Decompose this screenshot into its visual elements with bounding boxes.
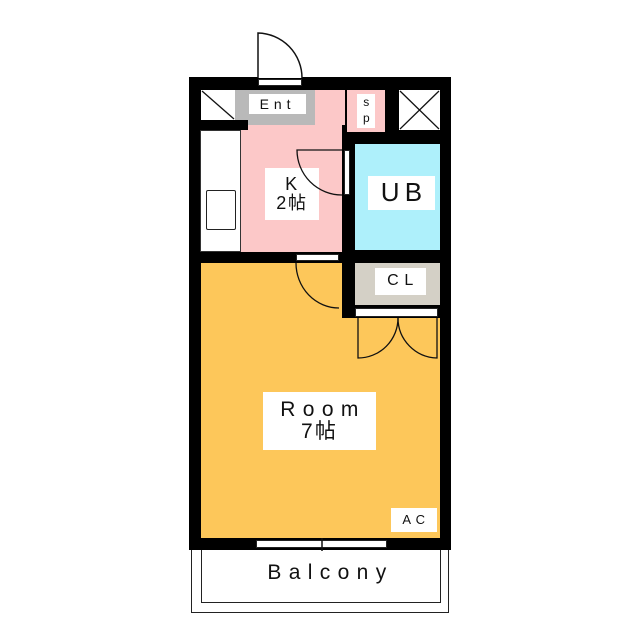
storage-label: sp bbox=[357, 94, 375, 128]
left-divider-wall bbox=[189, 120, 248, 130]
balcony-inner bbox=[201, 550, 441, 603]
storage-label-text: sp bbox=[359, 95, 374, 127]
shaft-left-diagonal-icon bbox=[201, 90, 235, 120]
room-name: Room bbox=[280, 397, 366, 421]
shaft-right-cross-icon bbox=[399, 90, 440, 130]
kitchen-label: K 2帖 bbox=[265, 168, 319, 220]
closet-door-left-icon bbox=[357, 317, 399, 359]
room-size: 7帖 bbox=[301, 420, 338, 443]
room-label: Room 7帖 bbox=[263, 392, 376, 450]
kitchen-name: K bbox=[285, 174, 299, 195]
bath-door-frame bbox=[344, 150, 350, 195]
kitchen-top-strip bbox=[315, 90, 345, 125]
closet-rail bbox=[355, 308, 438, 317]
closet-label: CL bbox=[375, 268, 426, 295]
entrance-door-frame bbox=[258, 79, 302, 86]
kitchen-counter bbox=[200, 130, 241, 252]
balcony-label: Balcony bbox=[267, 560, 394, 584]
entrance-door-icon bbox=[257, 32, 303, 79]
entrance-label: Ent bbox=[249, 94, 306, 114]
aircon-label: AC bbox=[391, 508, 437, 532]
closet-door-right-icon bbox=[397, 317, 438, 359]
room-door-icon bbox=[295, 262, 340, 309]
kitchen-size: 2帖 bbox=[276, 193, 308, 213]
bath-label: UB bbox=[368, 176, 435, 210]
sink bbox=[206, 190, 236, 230]
room-door-frame bbox=[296, 254, 339, 261]
bath-door-icon bbox=[296, 149, 343, 196]
